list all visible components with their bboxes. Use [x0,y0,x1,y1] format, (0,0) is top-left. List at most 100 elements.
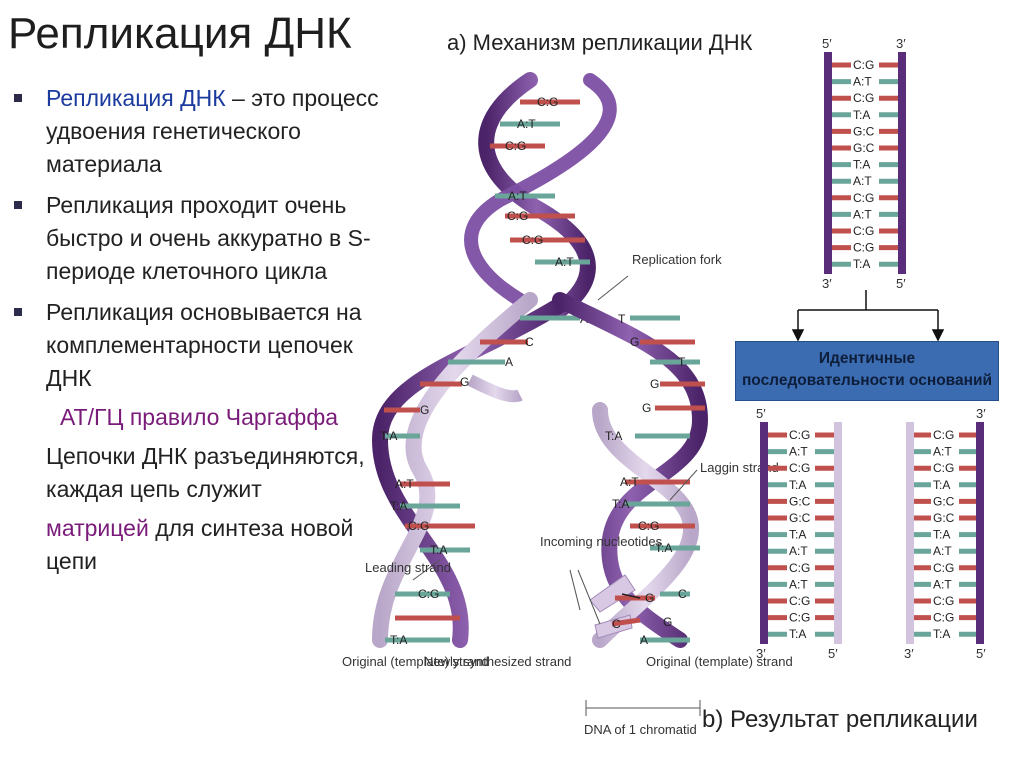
br-pair-label: A:T [933,577,952,591]
base-g-7: G [663,615,672,629]
pair-cg-4: C:G [522,233,543,247]
page-title: Репликация ДНК [8,9,352,58]
base-g-2: G [420,403,429,417]
ladder-bottom-left: C:GA:TC:GT:AG:CG:CT:AA:TC:GA:TC:GC:GT:A … [756,406,842,661]
ladder-bottom-left-rungs: C:GA:TC:GT:AG:CG:CT:AA:TC:GA:TC:GC:GT:A [768,428,834,641]
matrix-rest: для синтеза новой цепи [46,515,354,574]
top-pair-label: C:G [853,58,874,72]
bl-pair-label: T:A [789,528,806,542]
pair-at-r1: A:T [620,475,639,489]
br-pair-label: A:T [933,445,952,459]
pair-at-3: A:T [555,255,574,269]
bl-left-3: 3′ [756,646,766,661]
base-c-1: C [525,335,534,349]
bullet-1-text: процесс удвоения генетического материала [46,85,379,177]
pair-cg-1: C:G [537,95,558,109]
pair-ta-r1: T:A [605,429,622,443]
matrix-word: матрицей [46,515,149,541]
br-pair-label: C:G [933,611,954,625]
identical-sequences-box: Идентичные последовательности оснований [735,341,999,401]
label-newly-synthesized: Newly synthesized strand [424,654,571,669]
label-replication-fork: Replication fork [632,252,722,267]
bl-left-5: 5′ [756,406,766,421]
br-pair-label: T:A [933,627,950,641]
bullet-1: Репликация ДНК – это процесс удвоения ге… [10,82,390,181]
base-g-5: G [642,401,651,415]
pair-ta-l2: T:A [390,499,407,513]
bl-pair-label: C:G [789,594,810,608]
ladder-top: C:GA:TC:GT:AG:CG:CT:AA:TC:GA:TC:GC:GT:A … [822,36,906,291]
pair-at-l1: A:T [395,477,414,491]
bullet-1-highlight: Репликация ДНК [46,85,226,111]
pair-cg-3: C:G [507,209,528,223]
top-pair-label: A:T [853,207,872,221]
base-g-1: G [460,375,469,389]
br-pair-label: T:A [933,478,950,492]
pair-ta-l4: T:A [390,633,407,647]
label-replication-fork-text: Replication fork [632,252,722,267]
bl-pair-label: G:C [789,494,811,508]
bl-right-5: 5′ [828,646,838,661]
ladder-top-rungs: C:GA:TC:GT:AG:CG:CT:AA:TC:GA:TC:GC:GT:A [832,58,898,271]
pair-ta-l1: T:A [380,429,397,443]
annotation-lines [412,275,701,716]
panel-a-label: а) Механизм репликации ДНК [447,30,753,55]
pair-cg-r1: C:G [638,519,659,533]
top-pair-label: T:A [853,108,870,122]
bullet-3: Репликация основывается на комплементарн… [10,296,390,395]
base-g-6: G [645,591,654,605]
bullet-1-dash: – это [225,85,286,111]
label-dna-chromatid: DNA of 1 chromatid [584,722,697,737]
helix-right: T G T G G T:A A:T T:A C:G T:A A G C C G [552,292,709,648]
br-pair-label: A:T [933,544,952,558]
top-pair-label: T:A [853,158,870,172]
top-right-5: 5′ [896,276,906,291]
pair-ta-l3: T:A [430,543,447,557]
pair-cg-2: C:G [505,139,526,153]
bl-pair-label: C:G [789,428,810,442]
base-t-1: T [618,312,626,326]
pair-cg-l1: C:G [408,519,429,533]
top-pair-label: C:G [853,91,874,105]
br-pair-label: G:C [933,511,955,525]
br-right-3: 3′ [976,406,986,421]
br-left-3: 3′ [904,646,914,661]
matrix-text: матрицей для синтеза новой цепи [10,512,390,578]
pair-ta-r2: T:A [612,497,629,511]
br-pair-label: C:G [933,461,954,475]
bl-pair-label: A:T [789,577,808,591]
top-right-3: 3′ [896,36,906,51]
br-pair-label: C:G [933,561,954,575]
base-g-3: G [630,335,639,349]
br-pair-label: C:G [933,428,954,442]
split-arrows [791,290,945,342]
top-pair-label: C:G [853,241,874,255]
top-left-5: 5′ [822,36,832,51]
base-a-2: A [505,355,513,369]
ladder-bottom-right: C:GA:TC:GT:AG:CG:CT:AA:TC:GA:TC:GC:GT:A … [904,406,986,661]
bl-pair-label: T:A [789,478,806,492]
strands-text: Цепочки ДНК разъединяются, каждая цепь с… [46,443,365,502]
bl-pair-label: C:G [789,561,810,575]
bullet-2: Репликация проходит очень быстро и очень… [10,189,390,288]
helix-left: A C A G G T:A A:T T:A C:G T:A C:G T:A [371,292,588,648]
top-left-3: 3′ [822,276,832,291]
base-c-3: C [612,617,621,631]
label-leading-strand: Leading strand [365,560,451,575]
base-t-2: T [678,355,686,369]
base-c-2: C [678,587,687,601]
panel-b-label: b) Результат репликации [702,706,978,733]
label-original-right: Original (template) strand [646,654,793,669]
bl-pair-label: A:T [789,544,808,558]
br-pair-label: G:C [933,494,955,508]
bl-pair-label: C:G [789,611,810,625]
br-pair-label: T:A [933,528,950,542]
pair-cg-l2: C:G [418,587,439,601]
base-a-3: A [640,633,648,647]
top-pair-label: C:G [853,224,874,238]
pair-ta-r3: T:A [655,541,672,555]
chargaff-rule: АТ/ГЦ правило Чаргаффа [60,404,339,430]
top-pair-label: A:T [853,174,872,188]
label-laggin-strand: Laggin strand [700,460,779,475]
